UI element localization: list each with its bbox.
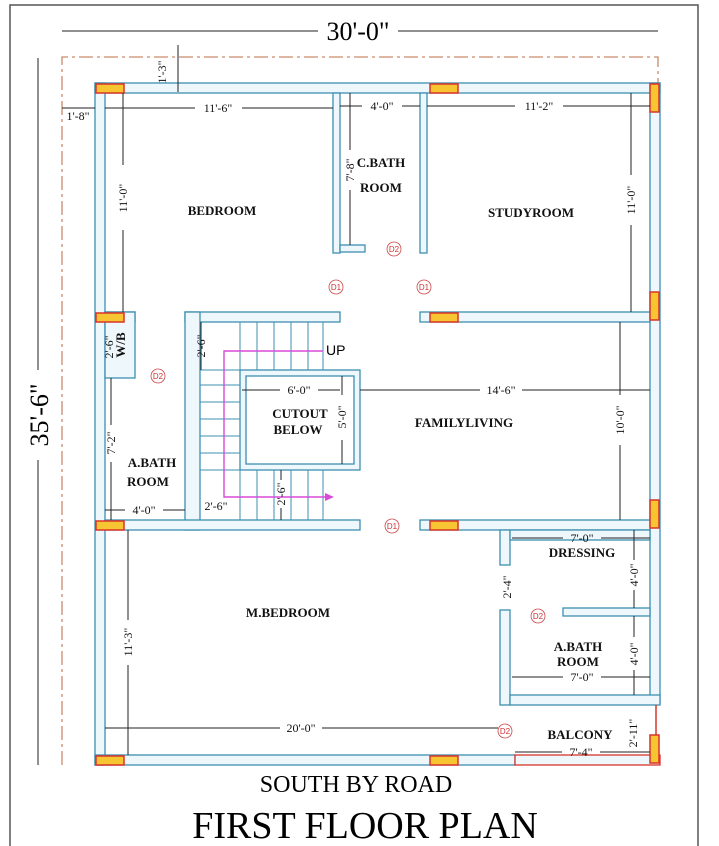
- svg-text:2'-6": 2'-6": [204, 499, 227, 513]
- overall-depth-label: 35'-6": [25, 384, 54, 447]
- windows: [95, 83, 660, 766]
- svg-text:7'-8": 7'-8": [343, 158, 357, 181]
- door-tag: D1: [328, 279, 344, 295]
- room-label-abath-2: ROOM: [127, 474, 169, 489]
- svg-text:4'-0": 4'-0": [627, 563, 641, 586]
- svg-text:4'-0": 4'-0": [370, 99, 393, 113]
- svg-text:1'-3": 1'-3": [155, 60, 169, 83]
- door-tag: D2: [150, 368, 166, 384]
- svg-text:10'-0": 10'-0": [613, 405, 627, 434]
- room-label-cbath: C.BATH: [357, 155, 406, 170]
- door-tag: D2: [386, 241, 402, 257]
- svg-text:5'-0": 5'-0": [335, 405, 349, 428]
- room-label-abath-master: A.BATH: [554, 639, 603, 654]
- svg-text:4'-0": 4'-0": [132, 503, 155, 517]
- road-label: SOUTH BY ROAD: [260, 772, 452, 798]
- room-label-balcony: BALCONY: [547, 727, 613, 742]
- svg-text:2'-6": 2'-6": [274, 482, 288, 505]
- drawing-frame: [9, 4, 699, 846]
- room-label-cbath-2: ROOM: [360, 180, 402, 195]
- door-tag: D2: [530, 608, 546, 624]
- svg-text:D1: D1: [419, 283, 430, 292]
- plot-boundary: [61, 56, 659, 765]
- svg-text:1'-8": 1'-8": [66, 109, 89, 123]
- room-label-abath: A.BATH: [128, 455, 177, 470]
- dimensions: 1'-3" 1'-8" 11'-6" 11'-0" 4'-0" 7'-8" 11…: [62, 45, 650, 759]
- door-tag: D1: [384, 518, 400, 534]
- svg-text:14'-6": 14'-6": [486, 383, 515, 397]
- svg-text:2'-4": 2'-4": [500, 575, 514, 598]
- overall-width-label: 30'-0": [327, 17, 390, 46]
- svg-text:6'-0": 6'-0": [287, 383, 310, 397]
- stair-direction-arrow: [223, 350, 330, 498]
- door-tag: D1: [416, 279, 432, 295]
- svg-text:D2: D2: [153, 372, 164, 381]
- room-label-family: FAMILYLIVING: [415, 415, 513, 430]
- stair-up-label: UP: [326, 342, 345, 358]
- svg-text:D2: D2: [500, 727, 511, 736]
- svg-text:11'-0": 11'-0": [624, 186, 638, 215]
- room-label-wb: W/B: [113, 332, 128, 358]
- svg-text:11'-0": 11'-0": [116, 184, 130, 213]
- room-label-bedroom: BEDROOM: [188, 203, 257, 218]
- svg-text:7'-0": 7'-0": [570, 670, 593, 684]
- svg-text:2'-6": 2'-6": [194, 334, 208, 357]
- cutout-label-2: BELOW: [273, 422, 322, 437]
- svg-text:D2: D2: [389, 245, 400, 254]
- staircase: [200, 322, 334, 520]
- svg-text:7'-2": 7'-2": [104, 431, 118, 454]
- door-tag: D2: [497, 723, 513, 739]
- svg-text:2'-6": 2'-6": [102, 335, 116, 358]
- room-label-mbedroom: M.BEDROOM: [246, 605, 330, 620]
- svg-text:11'-6": 11'-6": [204, 101, 233, 115]
- svg-text:D1: D1: [331, 283, 342, 292]
- room-label-study: STUDYROOM: [488, 205, 574, 220]
- svg-text:4'-0": 4'-0": [627, 642, 641, 665]
- svg-text:2'-11": 2'-11": [626, 719, 640, 748]
- svg-text:D1: D1: [387, 522, 398, 531]
- svg-text:11'-2": 11'-2": [525, 99, 554, 113]
- svg-text:7'-4": 7'-4": [569, 745, 592, 759]
- svg-text:D2: D2: [533, 612, 544, 621]
- svg-text:20'-0": 20'-0": [286, 721, 315, 735]
- cutout-label: CUTOUT: [272, 406, 328, 421]
- svg-text:7'-0": 7'-0": [570, 531, 593, 545]
- room-label-dressing: DRESSING: [549, 545, 615, 560]
- plan-title: FIRST FLOOR PLAN: [192, 805, 538, 846]
- room-label-abath-master-2: ROOM: [557, 654, 599, 669]
- svg-text:11'-3": 11'-3": [121, 628, 135, 657]
